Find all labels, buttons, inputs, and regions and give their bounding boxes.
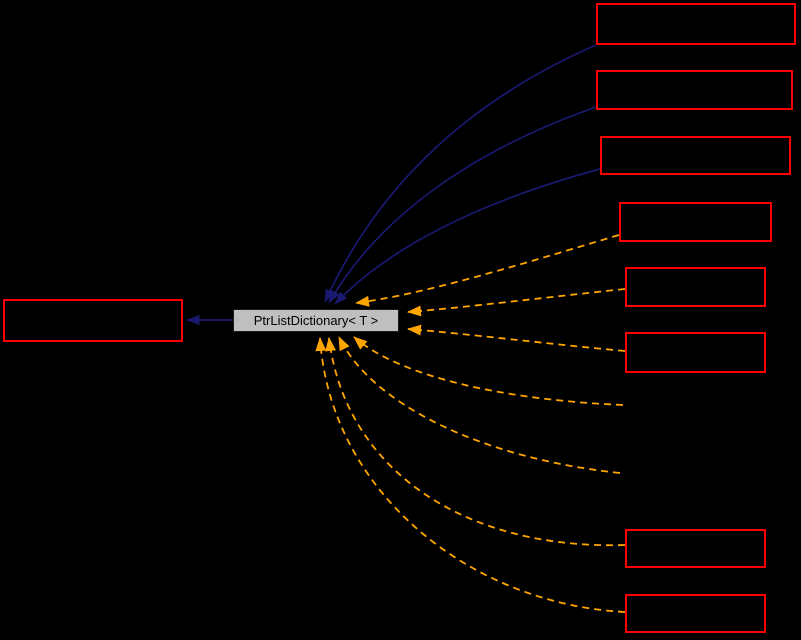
derived-class-node-3 — [600, 136, 791, 175]
template-instance-node-3 — [625, 332, 766, 373]
derived-class-node-2 — [596, 70, 793, 110]
edge-derived-1 — [324, 44, 597, 303]
edge-instance-7 — [315, 337, 626, 613]
derived-class-node-1 — [596, 3, 796, 45]
template-instance-node-5 — [625, 594, 766, 633]
edge-derived-3 — [334, 168, 601, 305]
edge-instance-2 — [407, 288, 626, 317]
template-instance-node-1 — [619, 202, 772, 242]
edge-derived-2 — [328, 106, 597, 304]
template-instance-node-4 — [625, 529, 766, 568]
center-class-node: PtrListDictionary< T > — [233, 309, 399, 332]
edge-instance-1 — [355, 234, 620, 307]
edge-instance-3 — [407, 324, 626, 352]
edge-instance-6 — [325, 337, 626, 547]
edge-instance-5 — [338, 336, 621, 474]
center-class-label: PtrListDictionary< T > — [253, 313, 379, 328]
base-class-node — [3, 299, 183, 342]
template-instance-node-2 — [625, 267, 766, 307]
edge-instance-4 — [353, 336, 624, 406]
